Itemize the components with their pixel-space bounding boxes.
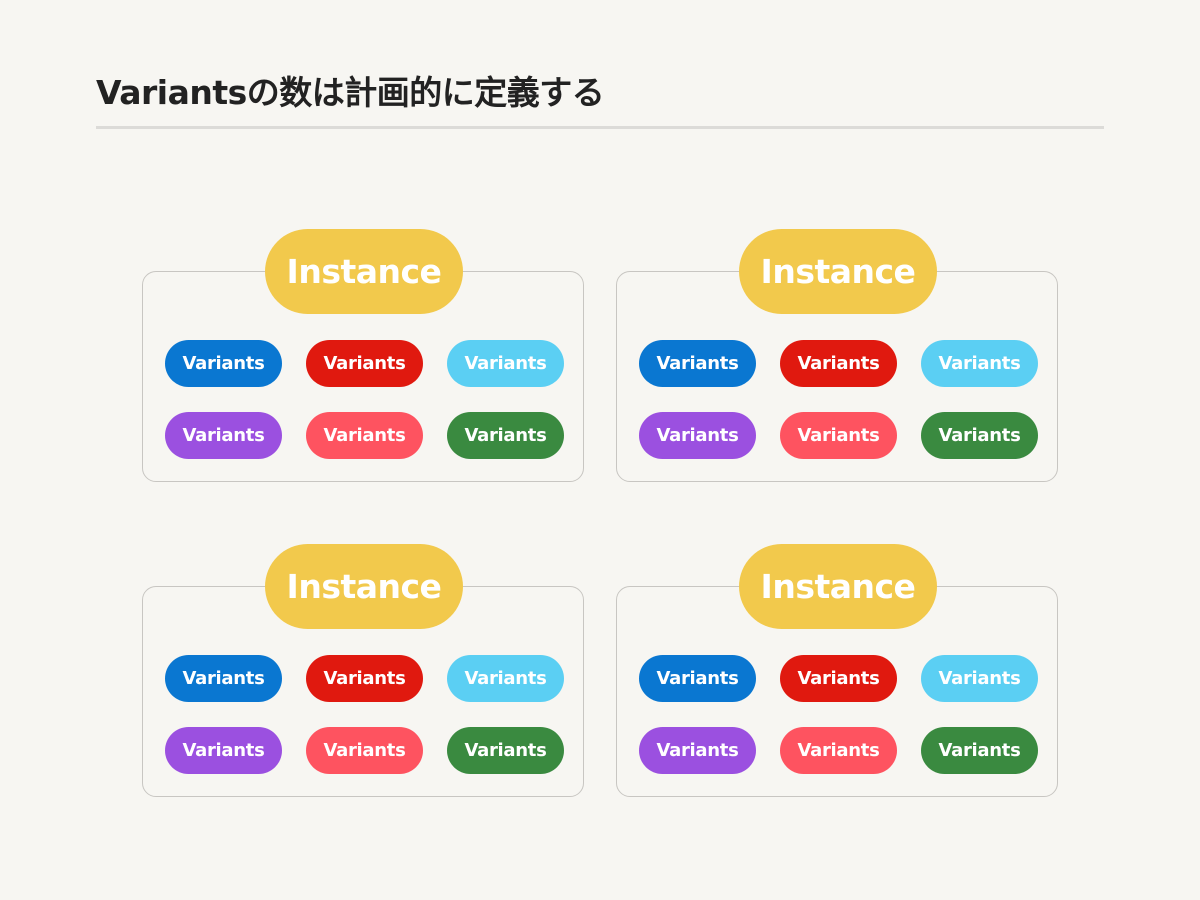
variant-pill: Variants: [780, 412, 897, 459]
variant-pill: Variants: [306, 655, 423, 702]
variant-pill: Variants: [165, 655, 282, 702]
variant-pill: Variants: [306, 340, 423, 387]
variant-pill: Variants: [780, 655, 897, 702]
variant-pill: Variants: [447, 412, 564, 459]
variant-pill: Variants: [165, 412, 282, 459]
variant-pill: Variants: [639, 412, 756, 459]
variant-pill: Variants: [447, 655, 564, 702]
variant-pill: Variants: [639, 655, 756, 702]
title-divider: [96, 126, 1104, 129]
variant-pill: Variants: [639, 340, 756, 387]
variant-pill: Variants: [306, 412, 423, 459]
variant-pill: Variants: [921, 655, 1038, 702]
variant-pill: Variants: [921, 340, 1038, 387]
variant-pill: Variants: [306, 727, 423, 774]
variant-pill: Variants: [165, 727, 282, 774]
variant-pill: Variants: [921, 412, 1038, 459]
instance-pill: Instance: [265, 544, 463, 629]
variant-pill: Variants: [921, 727, 1038, 774]
variant-pill: Variants: [447, 340, 564, 387]
instance-pill: Instance: [265, 229, 463, 314]
instance-pill: Instance: [739, 229, 937, 314]
variant-pill: Variants: [639, 727, 756, 774]
variant-pill: Variants: [447, 727, 564, 774]
instance-pill: Instance: [739, 544, 937, 629]
variant-pill: Variants: [780, 340, 897, 387]
page-title: Variantsの数は計画的に定義する: [96, 73, 605, 112]
variant-pill: Variants: [165, 340, 282, 387]
variant-pill: Variants: [780, 727, 897, 774]
